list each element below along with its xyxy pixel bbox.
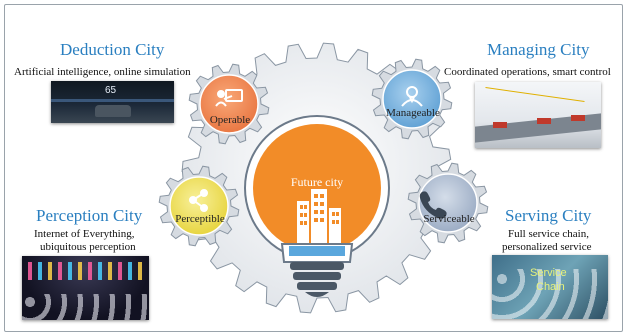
bulb-core [253, 124, 381, 252]
bulb-base-band-3 [297, 282, 337, 290]
serving-city-desc-1: Full service chain, [508, 228, 589, 240]
iot-dots [28, 262, 143, 280]
gearOperable-hub [199, 74, 259, 134]
bulb-tip [305, 292, 329, 297]
managing-city-image [475, 82, 601, 148]
vehicle-red-2 [537, 118, 551, 124]
perception-city-image [22, 256, 149, 320]
serving-city-desc-2: personalized service [502, 241, 592, 253]
service-chain-text-1: Service [530, 267, 567, 279]
speed-readout: 65 [105, 85, 117, 96]
crowd-silhouette [22, 294, 149, 320]
share-icon [189, 189, 208, 212]
gearServiceable-hub [418, 173, 478, 233]
service-chain-text-2: Chain [536, 281, 565, 293]
perception-city-desc-1: Internet of Everything, [34, 228, 135, 240]
vehicle-red-3 [571, 115, 585, 121]
gear-label-serviceable: Serviceable [423, 213, 475, 225]
gearPerceptible-hub [169, 176, 229, 236]
people-silhouettes [492, 269, 608, 319]
gear-operable [188, 63, 270, 145]
car-rear-shape [95, 105, 131, 117]
center-label: Future city [290, 175, 344, 189]
bulb-base-band-1 [290, 262, 344, 270]
gear-label-manageable: Manageable [386, 107, 440, 119]
diagram-border [4, 4, 623, 332]
dashboard-glow [51, 99, 174, 102]
managing-city-title: Managing City [487, 40, 590, 59]
deduction-city-image: 65 [51, 81, 174, 123]
signal-line [485, 87, 585, 102]
gear-label-perceptible: Perceptible [175, 213, 225, 225]
building-icon [297, 189, 341, 243]
gear-serviceable [407, 162, 489, 244]
presenter-icon [215, 89, 243, 107]
light-bulb [244, 115, 390, 297]
bulb-band [289, 246, 345, 256]
perception-city-title: Perception City [36, 206, 143, 225]
phone-icon [419, 191, 447, 219]
perception-city-desc-2: ubiquitous perception [40, 241, 136, 253]
vehicle-red-1 [493, 122, 507, 128]
gear-perceptible [158, 165, 240, 247]
serving-city-image: Service Chain [492, 255, 608, 319]
deduction-city-desc: Artificial intelligence, online simulati… [14, 66, 191, 78]
gear-label-operable: Operable [209, 114, 251, 126]
bulb-base-band-2 [293, 272, 341, 280]
manager-icon [401, 86, 423, 107]
deduction-city-title: Deduction City [60, 40, 165, 59]
managing-city-desc: Coordinated operations, smart control [444, 66, 611, 78]
serving-city-title: Serving City [505, 206, 592, 225]
